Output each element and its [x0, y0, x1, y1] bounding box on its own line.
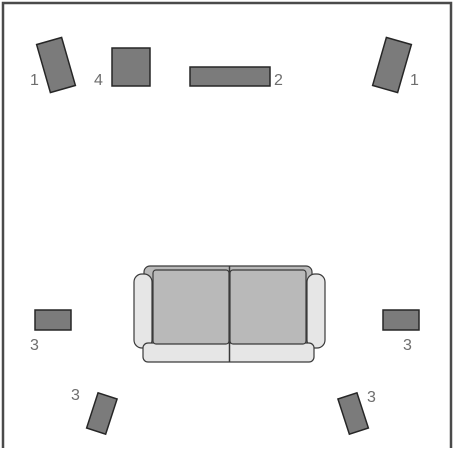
center-speaker-label: 2	[274, 72, 283, 89]
center-speaker-icon	[189, 66, 271, 87]
side-right-speaker-icon	[382, 309, 420, 331]
side-left-speaker-icon	[34, 309, 72, 331]
sofa-icon	[133, 265, 326, 363]
front-right-speaker-label: 1	[410, 72, 419, 89]
rear-right-speaker-icon	[336, 391, 370, 436]
rear-left-speaker-label: 3	[71, 387, 80, 404]
front-right-speaker-icon	[371, 36, 413, 94]
rear-left-speaker-icon	[85, 391, 119, 436]
subwoofer-icon	[111, 47, 151, 87]
rear-right-speaker-label: 3	[367, 389, 376, 406]
subwoofer-label: 4	[94, 72, 103, 89]
front-left-speaker-label: 1	[30, 72, 39, 89]
side-left-speaker-label: 3	[30, 337, 39, 354]
front-left-speaker-icon	[35, 36, 77, 94]
side-right-speaker-label: 3	[403, 337, 412, 354]
